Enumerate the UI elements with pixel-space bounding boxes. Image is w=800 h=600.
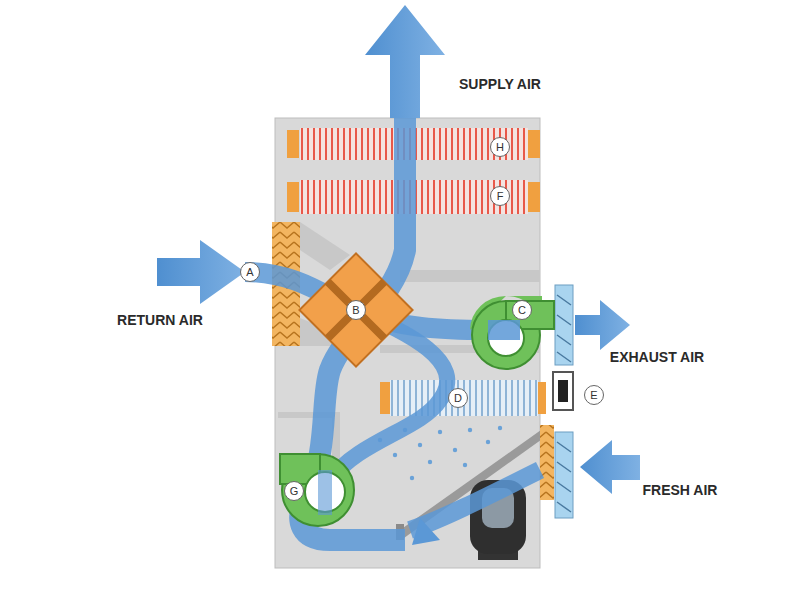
flow-label: RETURN AIR — [117, 312, 203, 328]
callout-letter: C — [512, 300, 532, 320]
callout-letter: D — [448, 388, 468, 408]
flow-label: FRESH AIR — [643, 482, 718, 498]
flow-label: SUPPLY AIR — [459, 76, 541, 92]
callout-letter: B — [346, 300, 366, 320]
callout-letter: F — [490, 186, 510, 206]
callout-letter: G — [284, 481, 304, 501]
callout-letter: E — [584, 385, 604, 405]
flow-label: EXHAUST AIR — [610, 349, 704, 365]
callout-letter: A — [240, 262, 260, 282]
callout-letter: H — [490, 137, 510, 157]
